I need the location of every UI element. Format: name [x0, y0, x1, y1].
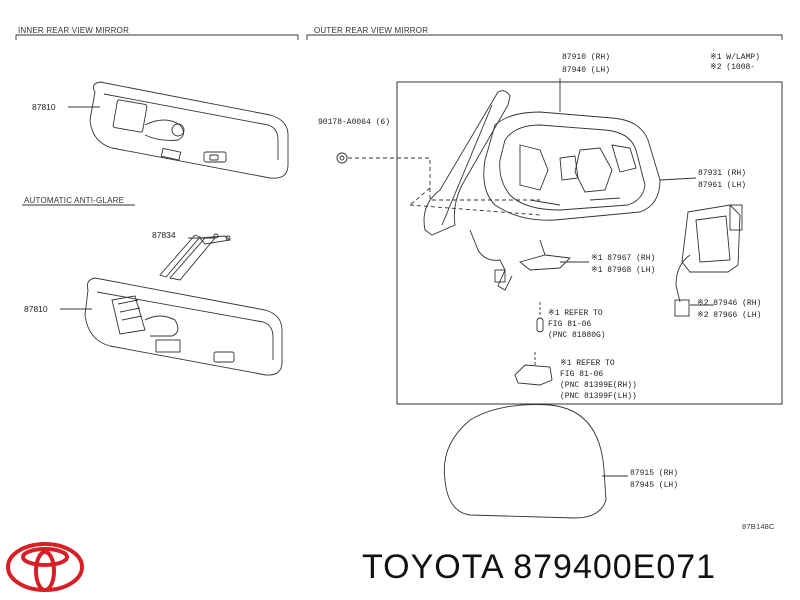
part-90178: 90178-A0064 (6) [318, 118, 391, 127]
part-87910: 87910 (RH) [562, 53, 611, 62]
refer-line: (PNC 81399F(LH)) [560, 392, 637, 401]
bolt-part [336, 152, 348, 164]
inner-section-rule [15, 34, 299, 40]
refer-line: (PNC 81399E(RH)) [560, 381, 637, 390]
part-87946: ※2 87946 (RH) [697, 299, 762, 308]
figure-code: 87B148C [742, 522, 775, 531]
refer-line: ※1 REFER TO [560, 359, 615, 368]
note-lamp: ※1 W/LAMP) [710, 53, 760, 62]
mirror-cover [443, 404, 607, 519]
part-87967: ※1 87967 (RH) [591, 254, 656, 263]
refer-line: FIG 81-06 [548, 320, 592, 329]
refer-81399: ※1 REFER TO FIG 81-06 (PNC 81399E(RH)) (… [560, 358, 637, 402]
sensor-clips [159, 233, 232, 281]
brand-caption: TOYOTA 879400E071 [362, 548, 717, 586]
refer-line: ※1 REFER TO [548, 309, 603, 318]
refer-line: FIG 81-06 [560, 370, 604, 379]
auto-anti-glare-label: AUTOMATIC ANTI-GLARE [24, 196, 125, 205]
part-87945: 87945 (LH) [630, 481, 679, 490]
inner-mirror-auto [84, 277, 283, 376]
outer-section-rule [306, 34, 783, 40]
part-87915: 87915 (RH) [630, 469, 679, 478]
toyota-logo [6, 542, 84, 592]
side-lamp [519, 254, 571, 271]
part-87961: 87961 (LH) [698, 181, 747, 190]
part-87931: 87931 (RH) [698, 169, 747, 178]
note-date: ※2 (1008- [710, 63, 756, 72]
part-87834: 87834 [152, 230, 176, 240]
part-87810-bottom: 87810 [24, 304, 48, 314]
outer-assembly-box [396, 81, 783, 405]
part-87810-top: 87810 [32, 102, 56, 112]
part-87940: 87940 (LH) [562, 66, 611, 75]
part-87966: ※2 87966 (LH) [697, 311, 762, 320]
mirror-motor [674, 204, 743, 317]
refer-part [514, 364, 553, 386]
outer-mirror-section-label: OUTER REAR VIEW MIRROR [314, 26, 429, 35]
inner-mirror-section-label: INNER REAR VIEW MIRROR [18, 26, 130, 35]
refer-81880g: ※1 REFER TO FIG 81-06 (PNC 81880G) [548, 308, 606, 341]
part-87968: ※1 87968 (LH) [591, 266, 656, 275]
clip-part [536, 317, 544, 333]
outer-mirror-frame [423, 90, 661, 291]
inner-mirror-top [89, 81, 289, 179]
refer-line: (PNC 81880G) [548, 331, 606, 340]
